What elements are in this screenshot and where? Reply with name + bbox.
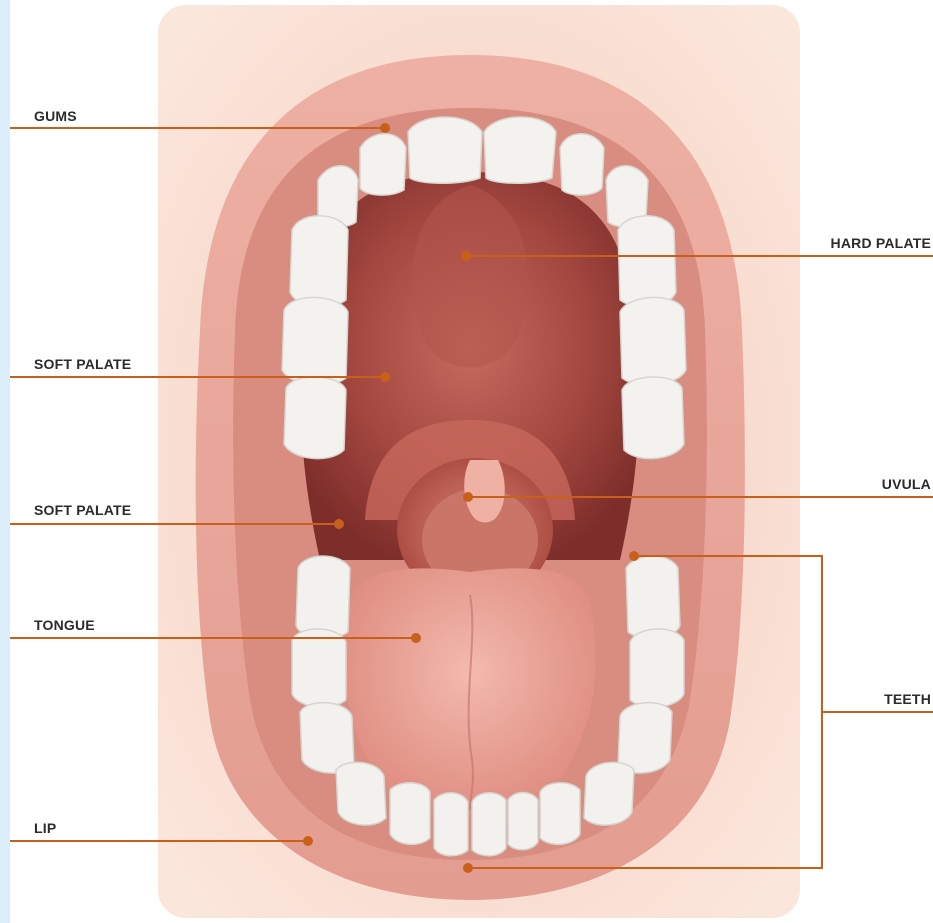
label-tongue: TONGUE xyxy=(34,617,95,633)
teeth-upper-dot xyxy=(629,551,639,561)
uvula-dot xyxy=(463,492,473,502)
gums-dot xyxy=(380,123,390,133)
label-soft-palate-1: SOFT PALATE xyxy=(34,356,131,372)
soft-palate-dot-2 xyxy=(334,519,344,529)
label-hard-palate: HARD PALATE xyxy=(831,235,931,251)
hard-palate-dot xyxy=(461,251,471,261)
label-uvula: UVULA xyxy=(882,476,931,492)
label-lip: LIP xyxy=(34,820,56,836)
label-teeth: TEETH xyxy=(884,691,931,707)
tongue-dot xyxy=(411,633,421,643)
teeth-lower-dot xyxy=(463,863,473,873)
lip-dot xyxy=(303,836,313,846)
soft-palate-dot-1 xyxy=(380,372,390,382)
label-gums: GUMS xyxy=(34,108,77,124)
label-soft-palate-2: SOFT PALATE xyxy=(34,502,131,518)
